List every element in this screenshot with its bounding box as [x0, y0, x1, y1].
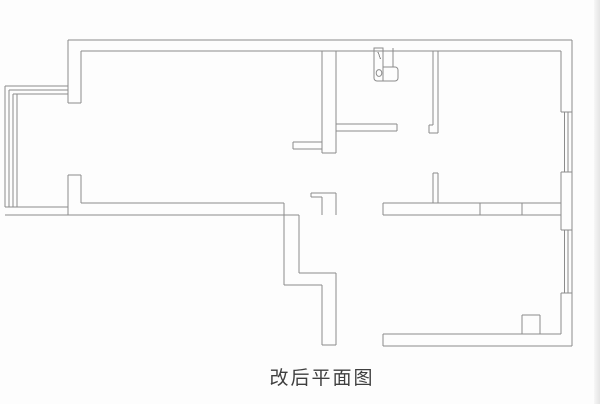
sink-fixture-basin — [382, 66, 399, 82]
sink-fixture-knob — [375, 69, 383, 77]
plan-caption: 改后平面图 — [269, 368, 375, 389]
scan-edge-strip — [594, 0, 600, 404]
sink-fixture-lever — [377, 51, 381, 60]
